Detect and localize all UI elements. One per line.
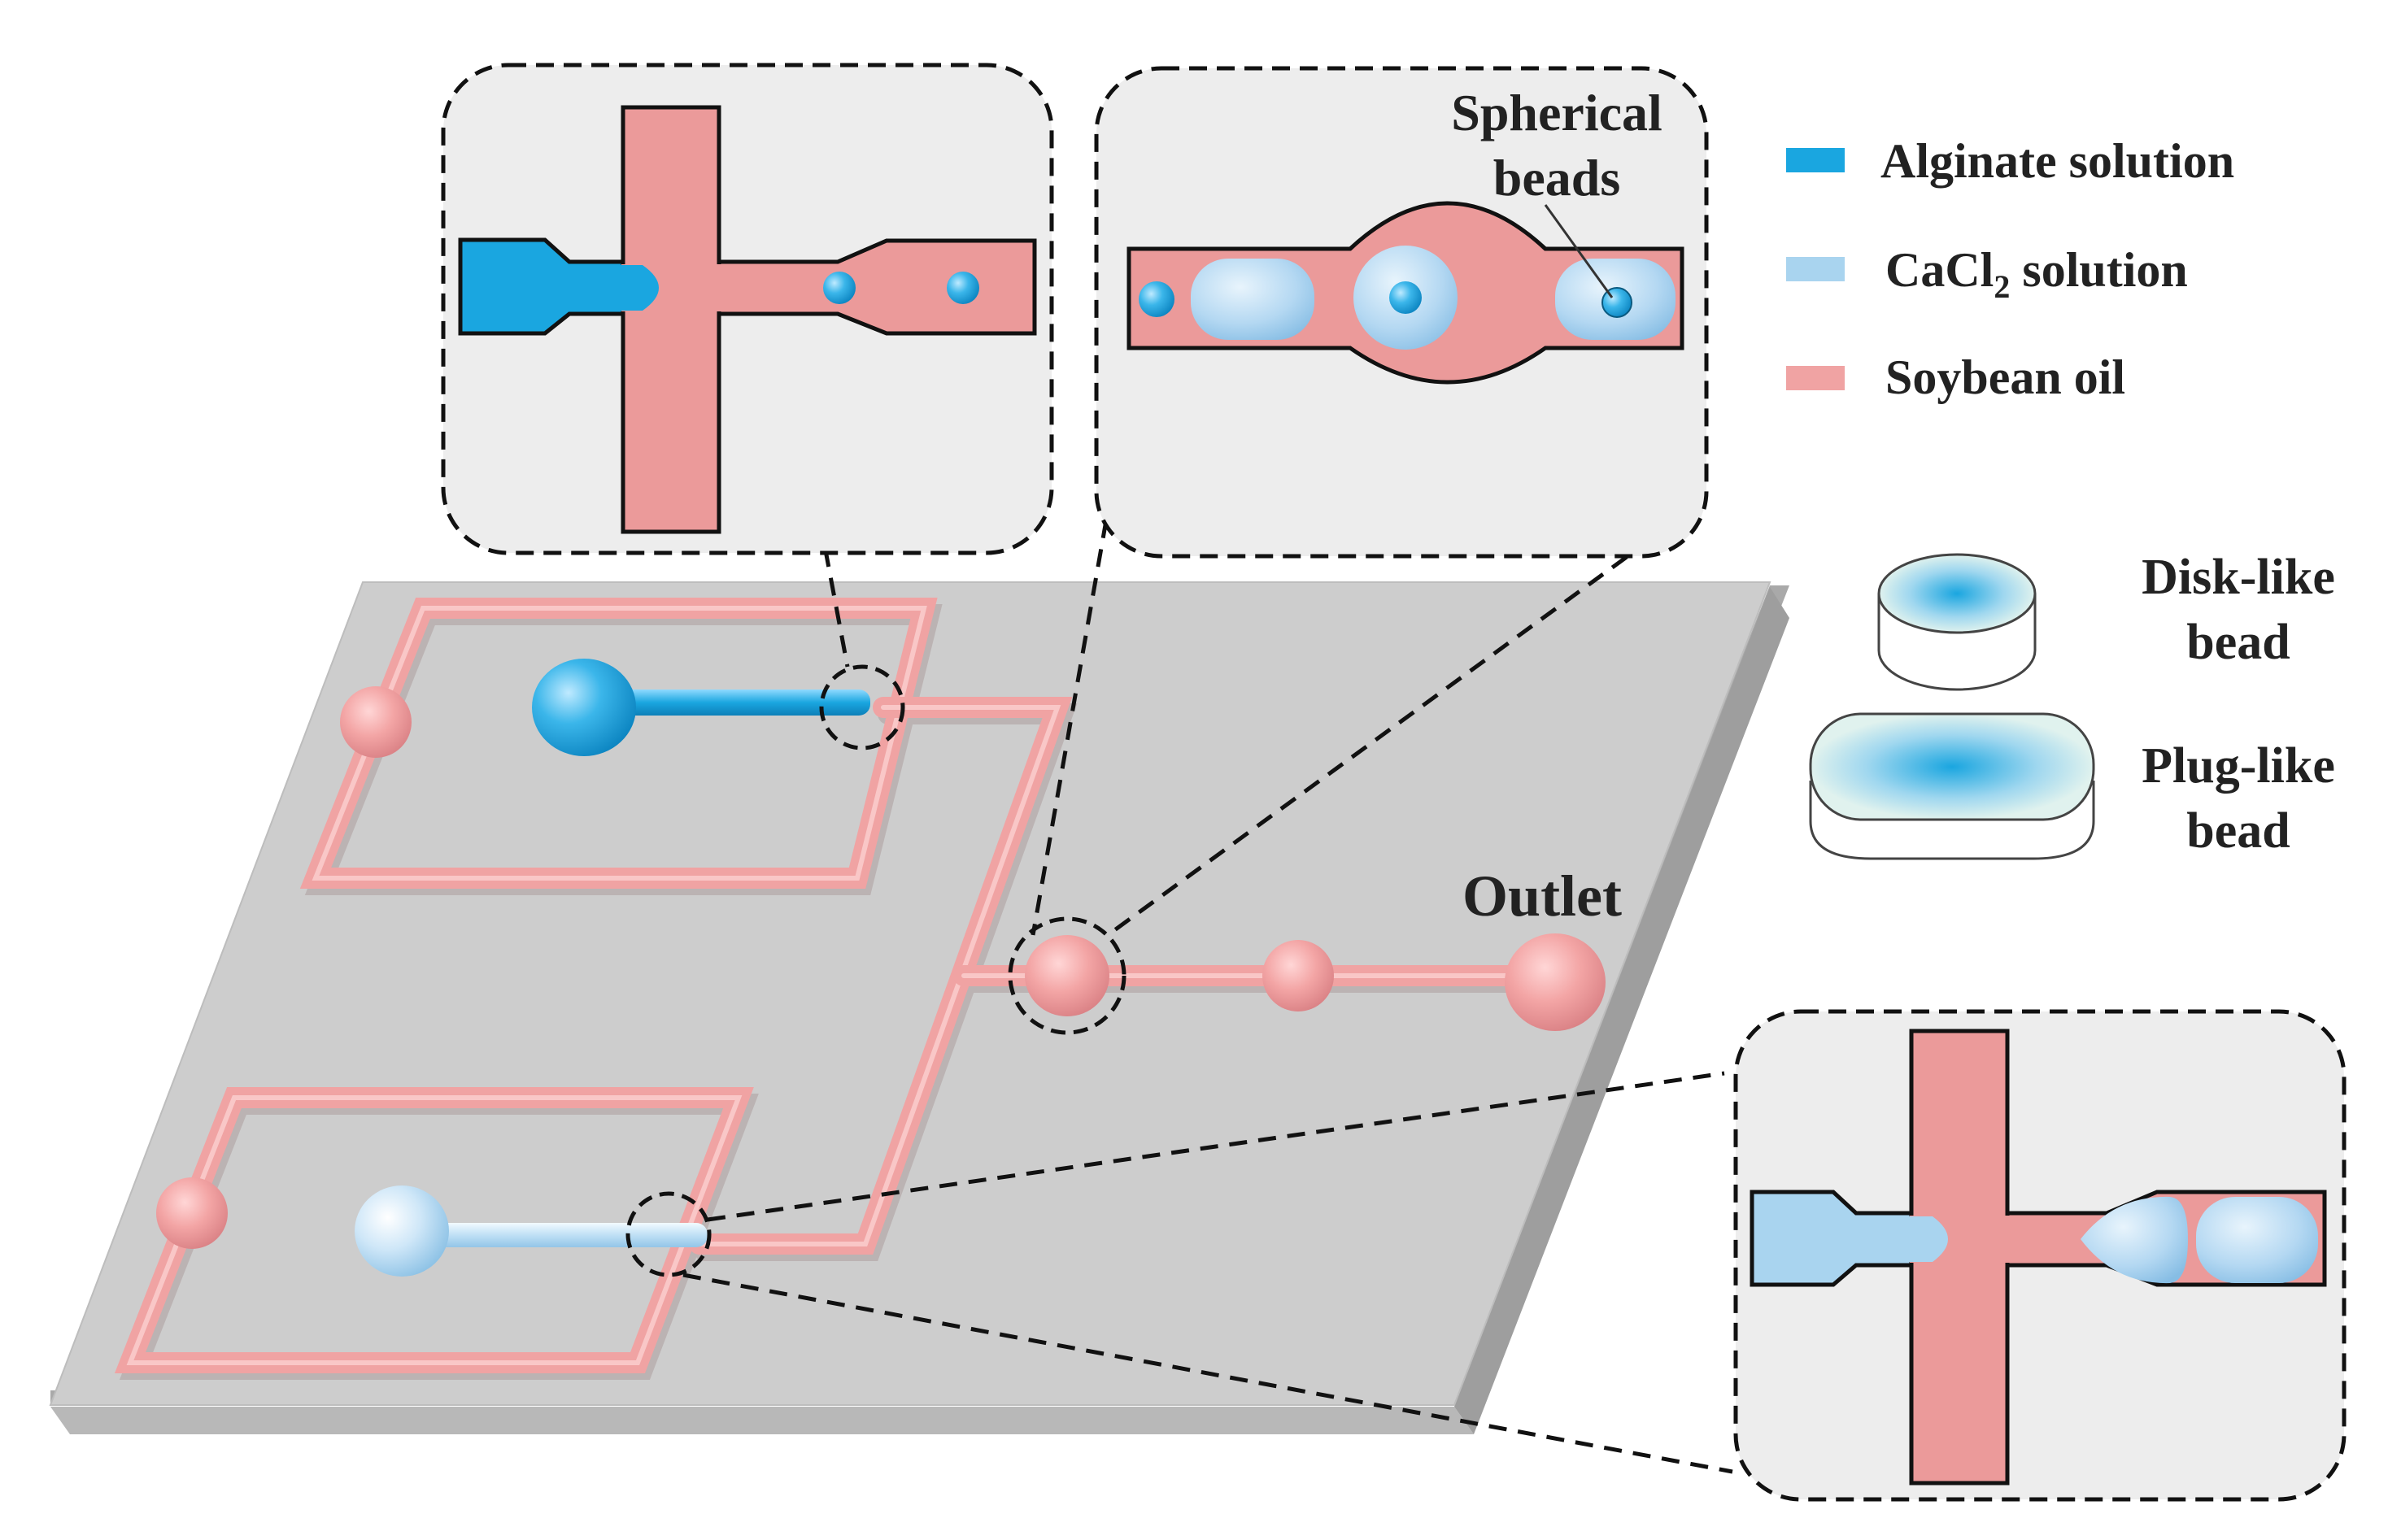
disk-like-bead-label-line2: bead xyxy=(2186,615,2290,670)
legend-swatch-soybean-oil xyxy=(1786,366,1845,390)
spherical-beads-label-line1: Spherical xyxy=(1451,84,1662,141)
oil-inlet-bottom xyxy=(156,1177,228,1249)
chip-right-edge xyxy=(1454,587,1789,1434)
legend-swatch-cacl2 xyxy=(1786,257,1845,281)
zoom-box-cacl2-junction xyxy=(1733,1009,2347,1502)
plug-like-bead-illustration xyxy=(1809,712,2095,860)
chip-reservoirs xyxy=(156,686,1606,1249)
disk-like-bead-illustration xyxy=(1877,553,2037,691)
zoom-box-alginate-junction xyxy=(441,63,1054,555)
zoom-marker-mixing xyxy=(1008,916,1126,1035)
chip-base xyxy=(49,581,1789,1434)
legend-label-cacl2: CaCl2 solution xyxy=(1885,243,2188,305)
legend-swatch-alginate xyxy=(1786,148,1845,172)
plug-like-bead-label-line1: Plug-like xyxy=(2142,738,2335,794)
zoom-marker-top-junction xyxy=(819,664,905,750)
outlet-middle-chamber xyxy=(1262,940,1334,1011)
legend-label-soybean-oil: Soybean oil xyxy=(1885,350,2125,404)
outlet-reservoir xyxy=(1505,933,1606,1031)
legend: Alginate solution CaCl2 solution Soybean… xyxy=(1786,134,2234,404)
zoom-box-spherical-beads: Spherical beads xyxy=(1094,66,1709,559)
chip-zoom-markers xyxy=(625,664,1126,1277)
spherical-beads-pointer xyxy=(1544,204,1614,298)
zoom-connector-lines xyxy=(682,520,1733,1474)
cacl2-inlet xyxy=(355,1185,708,1277)
disk-like-bead-label-line1: Disk-like xyxy=(2142,550,2335,605)
plug-like-bead-label-line2: bead xyxy=(2186,803,2290,859)
alginate-inlet xyxy=(532,659,870,756)
chip-surface xyxy=(49,581,1771,1406)
oil-inlet-top xyxy=(340,686,412,758)
mixing-chamber xyxy=(1025,935,1109,1016)
outlet-label: Outlet xyxy=(1462,864,1622,929)
chip-front-edge xyxy=(50,1407,1474,1434)
legend-label-alginate: Alginate solution xyxy=(1880,134,2234,188)
spherical-beads-label-line2: beads xyxy=(1493,149,1621,207)
zoom-marker-bottom-junction xyxy=(625,1191,712,1277)
